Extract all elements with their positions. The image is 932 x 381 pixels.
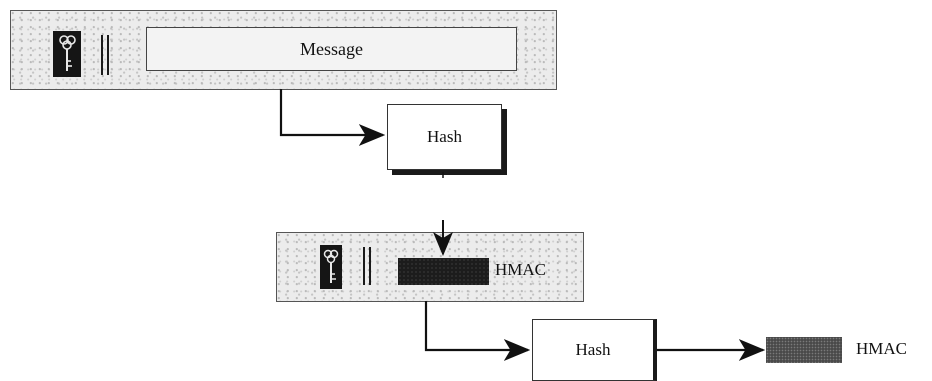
second-hash-box: Hash: [532, 319, 657, 381]
middle-hmac-label: HMAC: [495, 260, 547, 279]
hmac-block: [398, 258, 489, 285]
concat-icon: [363, 247, 373, 285]
output-hmac-label: HMAC: [856, 339, 908, 358]
arrow-icon: [279, 89, 386, 146]
concat-icon: [101, 35, 111, 75]
message-label: Message: [300, 38, 363, 59]
middle-row: HMAC: [276, 232, 584, 302]
key-icon: [320, 245, 342, 289]
key-icon: [53, 31, 81, 77]
arrow-icon: [424, 301, 531, 361]
first-hash-label: Hash: [427, 127, 462, 146]
first-hash-box: Hash: [387, 104, 502, 170]
output-hmac-block: [766, 337, 842, 363]
top-input-row: Message: [10, 10, 557, 90]
message-box: Message: [146, 27, 517, 71]
second-hash-label: Hash: [575, 340, 611, 359]
